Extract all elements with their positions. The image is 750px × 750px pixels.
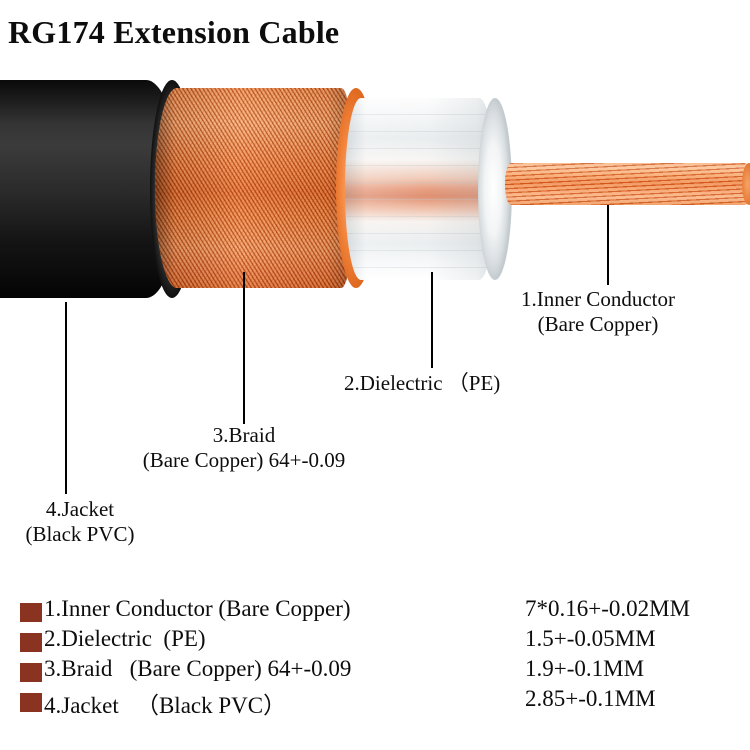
dielectric-striations [345, 98, 495, 280]
legend-label: 2.Dielectric (PE) [44, 626, 206, 651]
cable-layer-inner-conductor [505, 163, 750, 205]
legend-swatch-icon [20, 632, 42, 652]
leader-line-jacket [65, 302, 67, 494]
legend-label: 3.Braid (Bare Copper) 64+-0.09 [44, 656, 352, 681]
leader-line-braid [243, 272, 245, 424]
legend-row: 1.Inner Conductor (Bare Copper) 7*0.16+-… [20, 596, 732, 626]
cable-layer-braid [155, 88, 355, 288]
legend-swatch-icon [20, 602, 42, 622]
legend-row: 3.Braid (Bare Copper) 64+-0.09 1.9+-0.1M… [20, 656, 732, 686]
braid-shading [155, 88, 355, 288]
callout-inner-conductor-line2: (Bare Copper) [537, 311, 659, 336]
page-title: RG174 Extension Cable [8, 14, 340, 50]
legend-value: 7*0.16+-0.02MM [525, 596, 691, 621]
legend-label: 4.Jacket （Black PVC） [44, 693, 287, 718]
legend-value: 2.85+-0.1MM [525, 686, 656, 711]
legend-swatch-icon [20, 692, 42, 712]
legend-row: 4.Jacket （Black PVC） 2.85+-0.1MM [20, 686, 732, 718]
cable-layer-dielectric [345, 98, 495, 280]
callout-braid: 3.Braid (Bare Copper) 64+-0.09 [127, 423, 361, 473]
callout-braid-line1: 3.Braid [212, 423, 276, 447]
callout-jacket-line2: (Black PVC) [25, 521, 135, 546]
legend-label: 1.Inner Conductor (Bare Copper) [44, 596, 351, 621]
legend-row: 2.Dielectric (PE) 1.5+-0.05MM [20, 626, 732, 656]
conductor-strand-texture [505, 163, 750, 205]
specification-legend: 1.Inner Conductor (Bare Copper) 7*0.16+-… [20, 596, 732, 718]
legend-value: 1.5+-0.05MM [525, 626, 656, 651]
callout-dielectric-line1: 2.Dielectric （PE) [344, 371, 501, 395]
legend-value: 1.9+-0.1MM [525, 656, 645, 681]
callout-jacket-line1: 4.Jacket [45, 497, 115, 521]
legend-swatch-icon [20, 662, 42, 682]
braid-weave-texture [155, 88, 355, 288]
leader-line-inner-conductor [607, 205, 609, 285]
callout-braid-line2: (Bare Copper) 64+-0.09 [142, 447, 346, 472]
cable-diagram-image [0, 70, 750, 320]
dielectric-gloss [345, 98, 495, 280]
callout-jacket: 4.Jacket (Black PVC) [4, 497, 156, 547]
conductor-end-cap [742, 163, 750, 205]
callout-inner-conductor-line1: 1.Inner Conductor [521, 287, 675, 311]
callout-dielectric: 2.Dielectric （PE) [344, 371, 500, 396]
callout-inner-conductor: 1.Inner Conductor (Bare Copper) [521, 287, 675, 337]
leader-line-dielectric [431, 272, 433, 368]
